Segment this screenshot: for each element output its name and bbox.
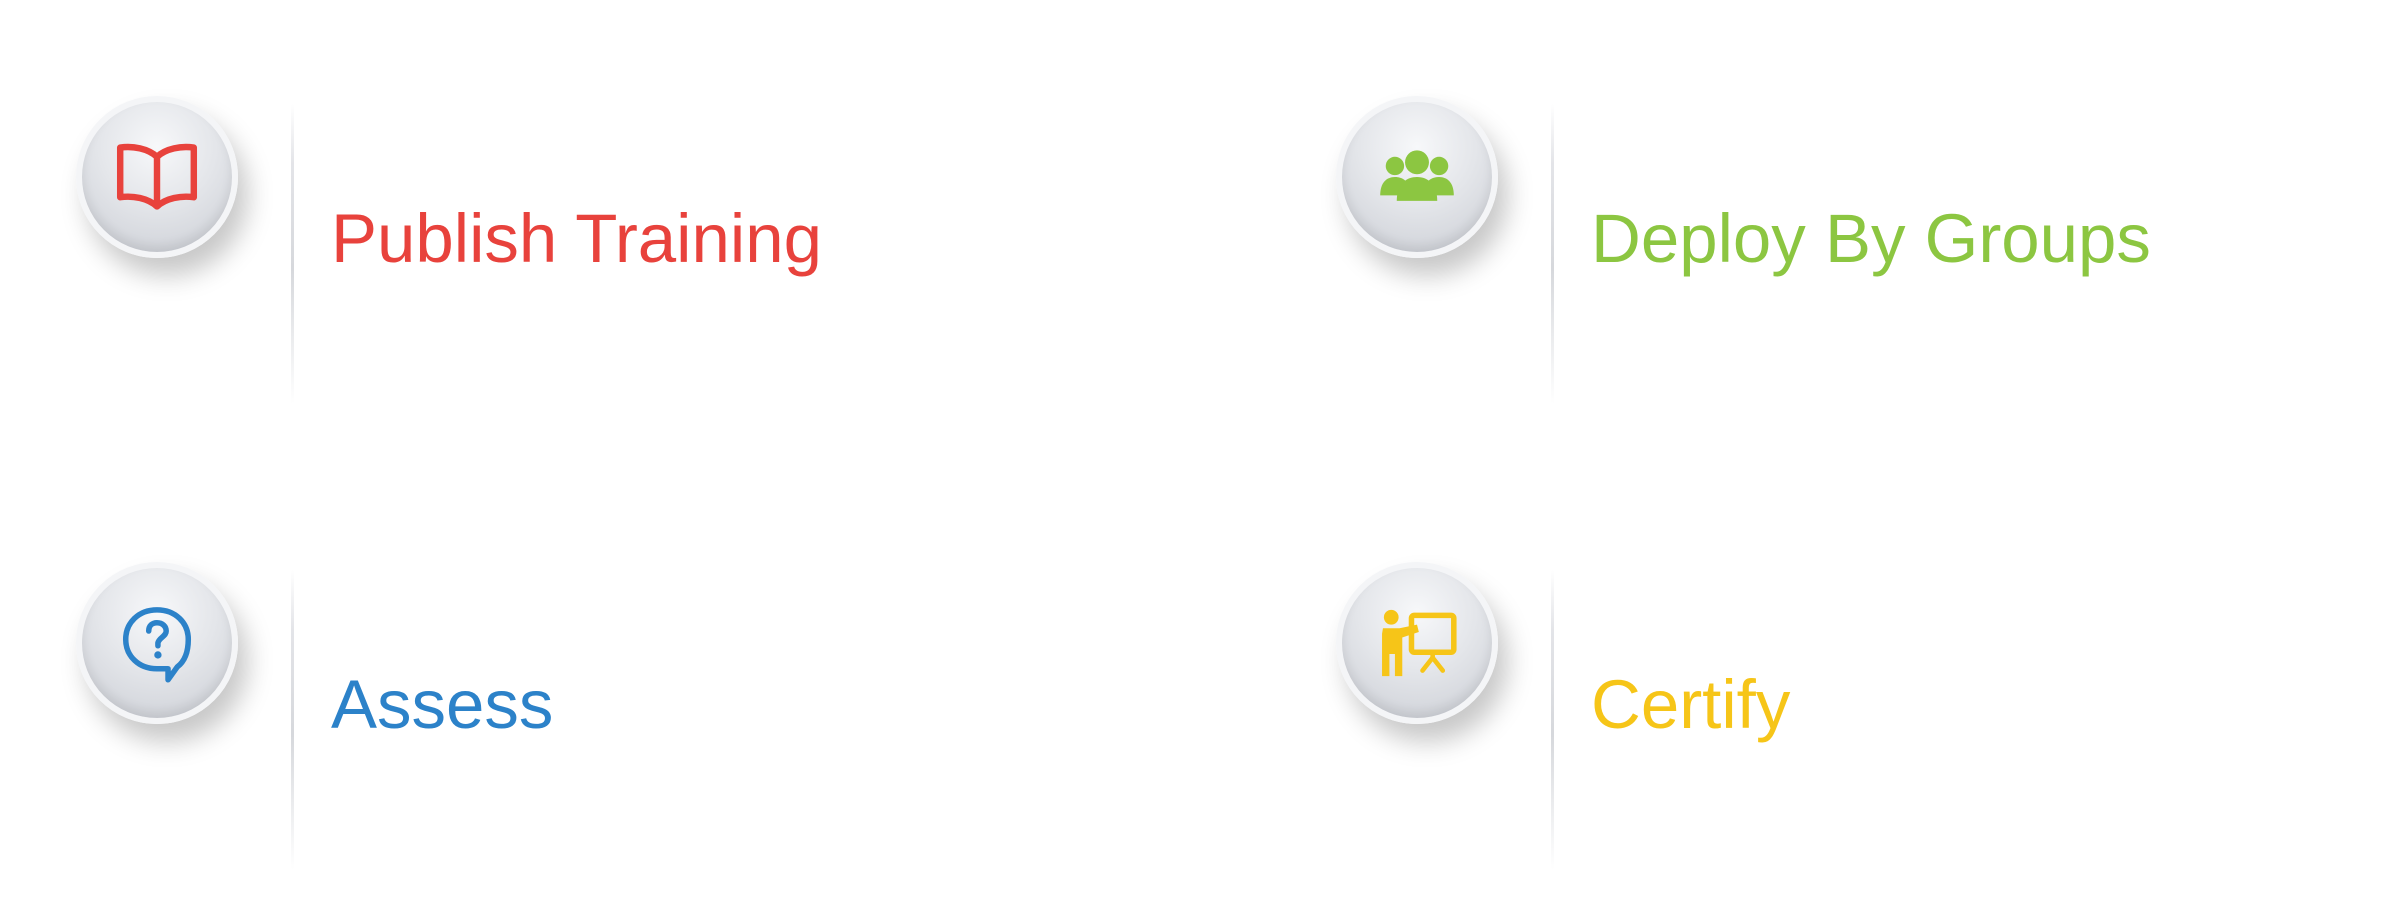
feature-certify: Certify xyxy=(1336,562,2400,882)
open-book-icon xyxy=(116,143,198,210)
icon-badge xyxy=(76,96,238,258)
feature-label: Certify xyxy=(1591,666,1791,743)
divider xyxy=(1551,570,1554,870)
divider xyxy=(1551,104,1554,404)
icon-badge xyxy=(1336,562,1498,724)
divider xyxy=(291,104,294,404)
question-bubble-icon xyxy=(122,607,192,683)
divider xyxy=(291,570,294,870)
feature-label: Deploy By Groups xyxy=(1591,200,2151,277)
icon-badge xyxy=(1336,96,1498,258)
presenter-board-icon xyxy=(1382,609,1457,677)
feature-label: Assess xyxy=(331,666,554,743)
feature-deploy-by-groups: Deploy By Groups xyxy=(1336,96,2400,416)
feature-label: Publish Training xyxy=(331,200,822,277)
feature-assess: Assess xyxy=(76,562,1176,882)
feature-publish-training: Publish Training xyxy=(76,96,1176,416)
icon-badge xyxy=(76,562,238,724)
user-group-icon xyxy=(1380,150,1454,201)
